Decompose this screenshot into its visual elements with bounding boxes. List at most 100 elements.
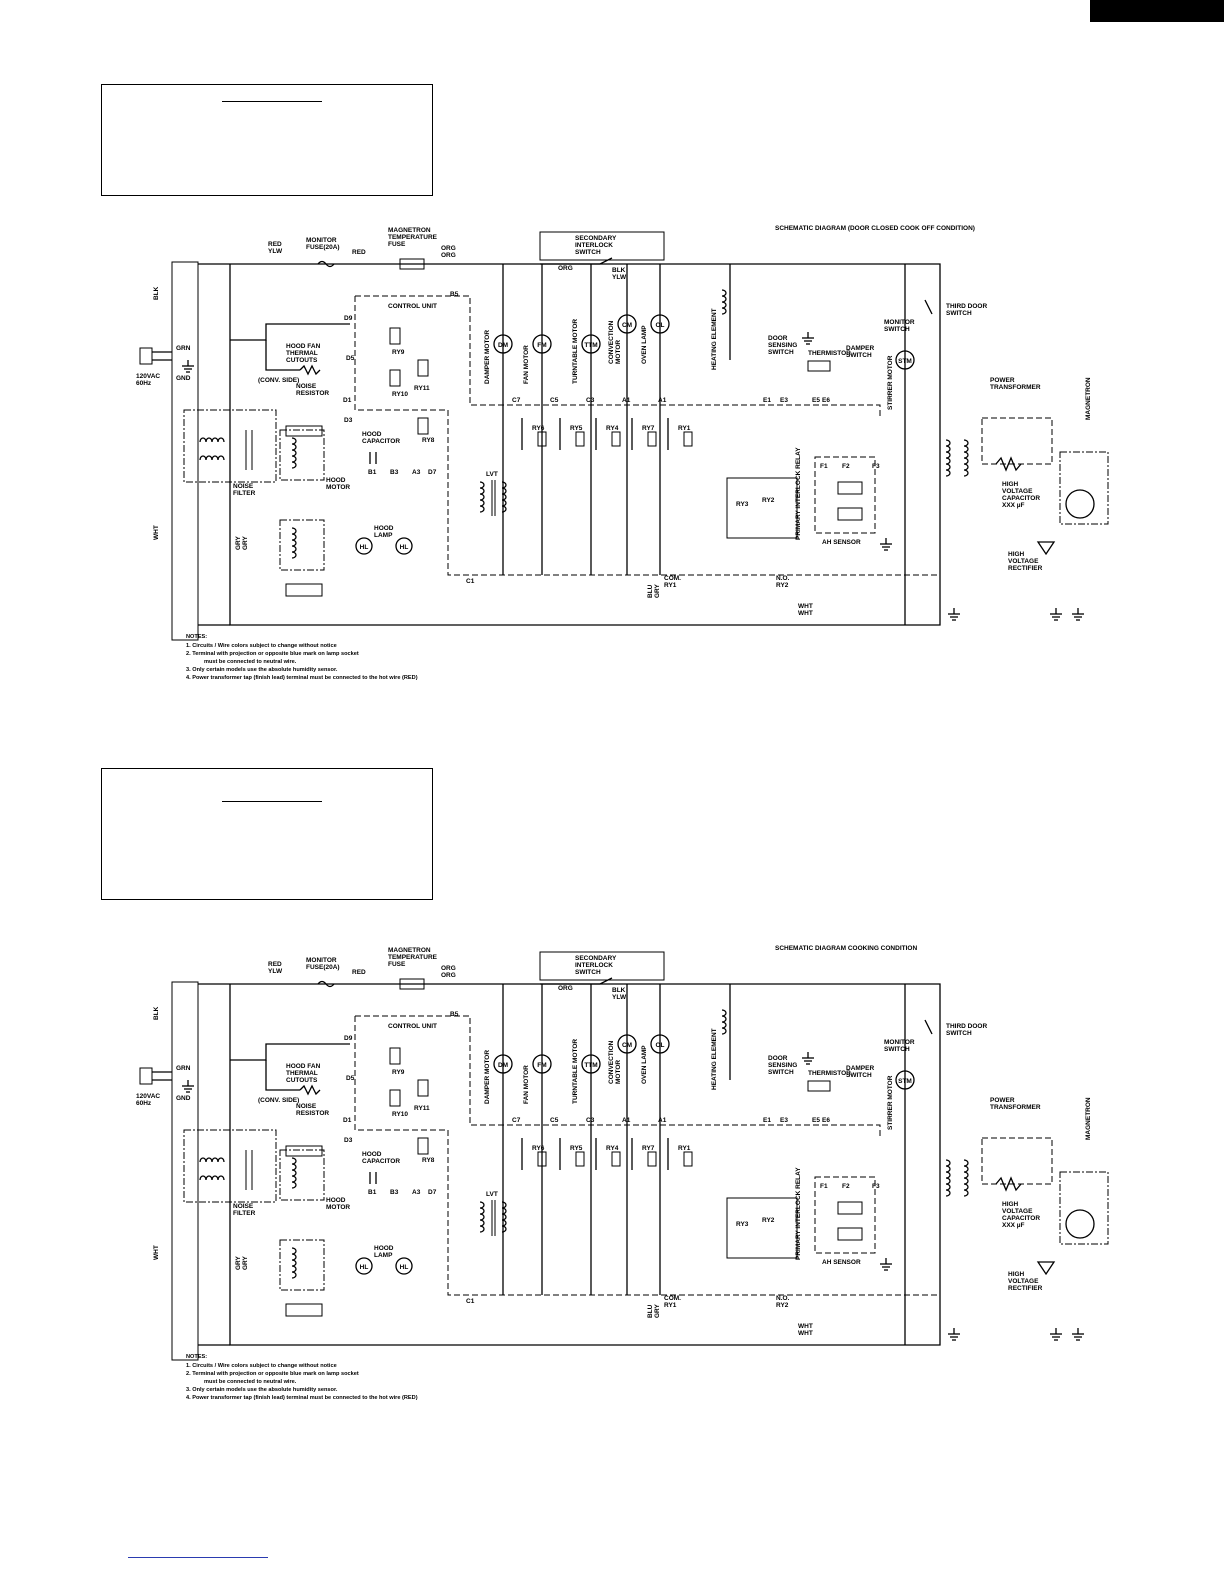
relay-coil [683,1151,693,1167]
convection-motor-label: CONVECTIONMOTOR [608,1040,622,1084]
hood-lamp-symbol [395,1257,413,1275]
thermistor-label: THERMISTOR [808,1070,851,1077]
terminal-label: F2 [842,463,850,470]
oven-lamp-label: OVEN LAMP [641,325,648,364]
hood-motor-box [279,429,325,481]
grn-label: GRN [176,1065,191,1072]
damper-motor-symbol-text: DM [498,1062,508,1069]
hood-motor-coil [291,527,297,559]
magnetron-box [1059,451,1109,525]
relay-coil [389,369,401,387]
control-unit-border [354,296,940,576]
lvt-label: LVT [486,1191,498,1198]
terminal-label: D5 [346,1075,355,1082]
hood-lamp-symbol-text: HL [360,544,369,551]
relay-coil [683,431,693,447]
stirrer-motor-label: STIRRER MOTOR [887,1075,894,1130]
relay-label-ry3: RY3 [736,1221,749,1228]
relay-coil [417,1137,429,1155]
wire-color-wht: WHT [153,1245,160,1260]
thermistor-label: THERMISTOR [808,350,851,357]
terminal-label: F3 [872,463,880,470]
terminal-label: E5 [812,397,820,404]
relay-label: RY4 [606,425,619,432]
wire-color-red: RED [352,969,366,976]
terminal-label: A1 [658,1117,667,1124]
notes-item: 3. Only certain models use the absolute … [186,1387,338,1393]
terminal-label: D7 [428,469,437,476]
relay-label: RY1 [678,1145,691,1152]
wire-color-red: RED [352,249,366,256]
monitor-fuse-symbol [317,980,335,988]
blk-wire [230,323,350,341]
relay-label-ry3: RY3 [736,501,749,508]
wire-color-gry-gry: GRYGRY [235,535,249,550]
relay-coil [389,1089,401,1107]
control-unit-border [355,295,881,418]
damper-motor-symbol-text: DM [498,342,508,349]
damper-motor-label: DAMPER MOTOR [484,330,491,384]
blk-wire [230,1043,350,1061]
terminal-label: F1 [820,1183,828,1190]
hv-rectifier-symbol [1036,1261,1056,1276]
hood-connector [285,1145,323,1157]
turntable-motor-label: TURNTABLE MOTOR [572,319,579,384]
ground-wire-bar [171,261,199,641]
lvt-coil [479,481,485,513]
lvt-label: LVT [486,471,498,478]
ground-wire-bar [171,981,199,1361]
primary-interlock-relay-box [726,1197,798,1259]
oven-lamp-symbol-text: OL [655,1042,664,1049]
wire-color-gry-gry: GRYGRY [235,1255,249,1270]
conv-side-label: (CONV. SIDE) [258,1097,299,1104]
power-plug-icon [139,347,153,365]
terminal-label: A3 [412,469,421,476]
terminal-label: D1 [343,397,352,404]
hv-resistor-symbol [995,1176,1022,1192]
primary-interlock-label: PRIMARY INTERLOCK RELAY [795,1167,802,1260]
notes-heading: NOTES: [186,634,207,640]
terminal-label: E5 [812,1117,820,1124]
noise-filter-coil [199,437,225,443]
terminal-label: C7 [512,1117,521,1124]
relay-label: RY6 [532,1145,545,1152]
ylw-wire [265,340,300,371]
fan-motor-symbol [532,334,552,354]
relay-label: RY1 [678,425,691,432]
secondary-interlock-contact [540,257,613,265]
primary-interlock-relay-box [726,477,798,539]
oven-lamp-symbol [650,314,670,334]
terminal-label: D3 [344,1137,353,1144]
terminal-label: D9 [344,315,353,322]
mag-temp-fuse-symbol [399,978,425,990]
notes-item: 1. Circuits / Wire colors subject to cha… [186,1363,337,1369]
power-bus-frame [229,263,941,626]
hv-rectifier-symbol [1036,541,1056,556]
noise-filter-box [183,409,277,483]
terminal-label: D7 [428,1189,437,1196]
thermistor-symbol [807,360,831,372]
power-bus-frame [229,983,941,1346]
hood-motor-box [279,519,325,571]
ah-sensor-box [814,1176,876,1254]
primary-interlock-label: PRIMARY INTERLOCK RELAY [795,447,802,540]
magnetron-label: MAGNETRON [1085,377,1092,420]
relay-label-ry9: RY9 [392,349,405,356]
schematic-title: SCHEMATIC DIAGRAM COOKING CONDITION [775,945,917,952]
c1-label: C1 [466,1298,475,1305]
ah-sensor-element [837,1201,863,1215]
fan-motor-symbol [532,1054,552,1074]
wire-color-blu-gry: BLUGRY [647,1303,661,1318]
monitor-fuse-symbol [317,260,335,268]
